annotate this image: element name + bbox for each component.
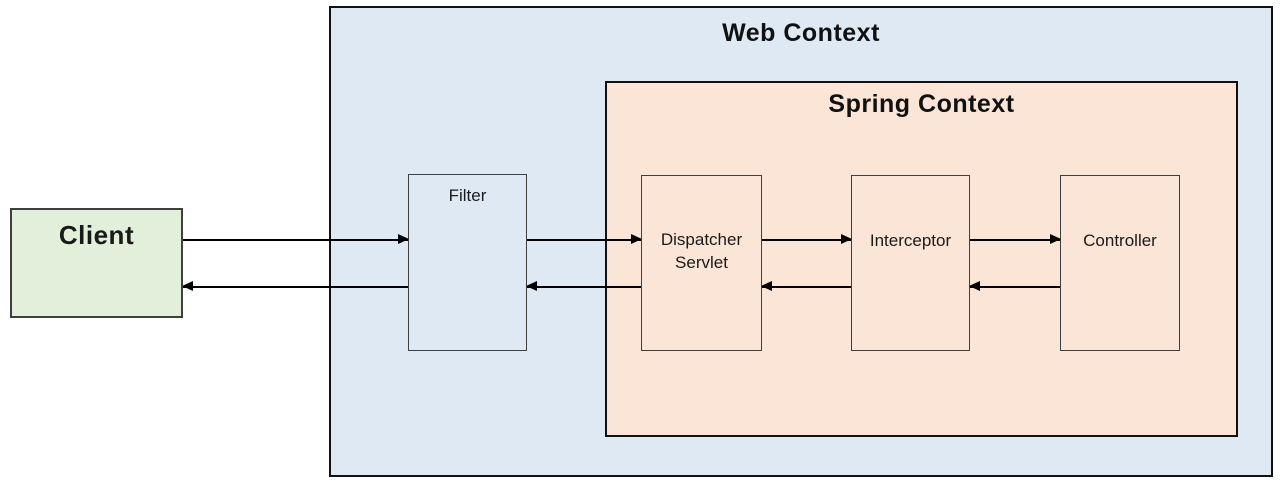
dispatcher-servlet-node: Dispatcher Servlet (641, 175, 762, 351)
interceptor-label: Interceptor (869, 231, 952, 250)
controller-label: Controller (1083, 231, 1157, 250)
client-label: Client (58, 220, 135, 250)
arrow-client-to-filter (183, 234, 409, 244)
arrow-dispatcher-servlet-to-interceptor (762, 234, 852, 244)
filter-label: Filter (448, 186, 487, 205)
spring-context-title: Spring Context (828, 90, 1015, 118)
arrow-dispatcher-servlet-to-filter (526, 281, 641, 291)
dispatcher-servlet-label: Dispatcher Servlet (660, 230, 743, 272)
client-node: Client (10, 208, 183, 318)
arrow-controller-to-interceptor (969, 281, 1060, 291)
arrow-interceptor-to-controller (970, 234, 1061, 244)
filter-node: Filter (408, 174, 527, 351)
controller-node: Controller (1060, 175, 1180, 351)
arrow-filter-to-client (182, 281, 408, 291)
arrow-filter-to-dispatcher-servlet (527, 234, 642, 244)
arrow-interceptor-to-dispatcher-servlet (761, 281, 851, 291)
web-context-title: Web Context (722, 19, 880, 47)
interceptor-node: Interceptor (851, 175, 970, 351)
